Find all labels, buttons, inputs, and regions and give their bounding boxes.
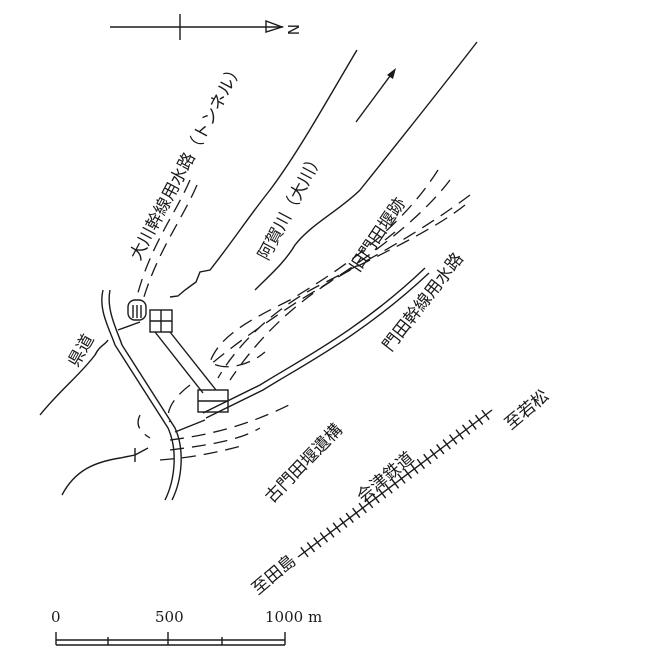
tunnel-canal: [127, 179, 198, 321]
railway-tick: [377, 488, 387, 499]
scale-tick-0: 0: [51, 608, 61, 626]
railway-tick: [332, 522, 341, 533]
river-left-bank: [169, 49, 358, 298]
railway-tick: [481, 409, 490, 421]
stream-left: [39, 339, 109, 416]
railway-tick: [364, 497, 374, 509]
railway-tick: [358, 502, 367, 514]
railway-tick: [300, 546, 309, 558]
railway-tick: [474, 414, 484, 426]
railway-tick: [436, 443, 445, 455]
north-arrow: [110, 14, 285, 40]
railway-tick: [397, 473, 406, 484]
scale-tick-1000: 1000 m: [265, 608, 323, 626]
north-label: N: [284, 24, 302, 36]
railway-tick: [390, 478, 400, 489]
monden-canal: [202, 267, 430, 419]
railway-tick: [423, 453, 432, 465]
railway-tick: [352, 507, 361, 519]
old-weir-site-lines: [167, 169, 471, 423]
railway-tick: [429, 448, 438, 460]
railway-tick: [455, 429, 464, 440]
railway-tick: [410, 463, 419, 475]
railway: [297, 409, 493, 558]
railway-tick: [416, 458, 426, 470]
railway-tick: [384, 483, 393, 494]
railway-tick: [345, 512, 354, 524]
railway-tick: [326, 527, 335, 538]
railway-tick: [468, 419, 477, 430]
railway-tick: [319, 532, 329, 543]
railway-tick: [442, 439, 451, 450]
flow-arrow: [355, 68, 396, 123]
scale-bar: [55, 632, 286, 646]
railway-tick: [403, 468, 413, 479]
railway-tick: [449, 434, 458, 445]
railway-tick: [306, 541, 316, 553]
scale-tick-500: 500: [155, 608, 184, 626]
stream-bottom: [61, 447, 149, 496]
railway-tick: [371, 492, 380, 504]
river-right-bank: [254, 41, 478, 291]
railway-tick: [461, 424, 471, 435]
ancient-weir-lines: [137, 401, 296, 461]
prefectural-road: [101, 289, 182, 501]
railway-tick: [313, 537, 322, 548]
railway-tick: [339, 517, 348, 528]
weir-structure: [117, 309, 229, 433]
